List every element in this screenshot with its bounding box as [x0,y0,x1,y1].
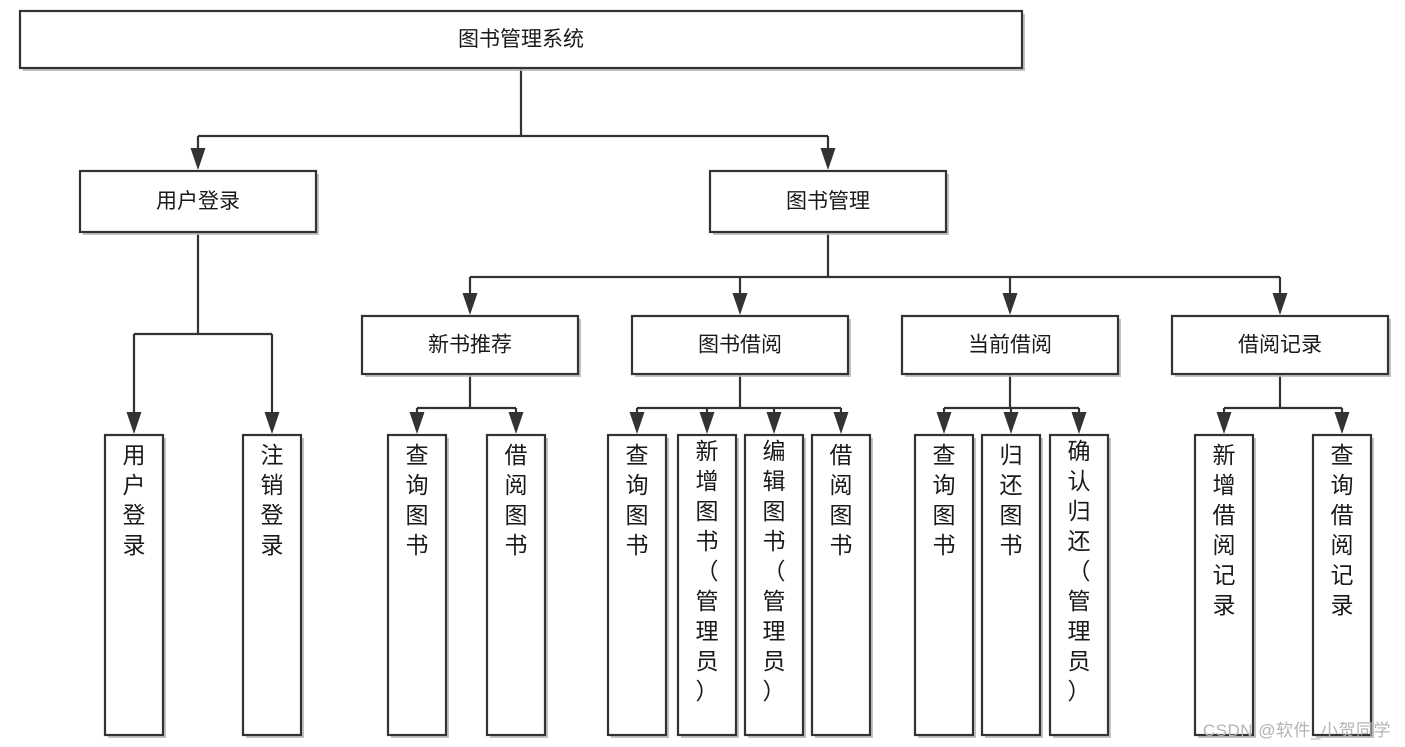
arrow-head-icon [409,412,425,434]
arrow-head-icon [820,148,836,170]
node-box[interactable] [78,169,318,234]
node-label: 编辑图书（管理员） [763,438,786,704]
node-records[interactable]: 借阅记录 [1170,314,1391,377]
connector-group-current [936,374,1087,434]
node-label: 注销登录 [261,442,284,558]
node-label: 图书管理系统 [458,28,584,51]
node-leaf-borrow-1[interactable]: 查询图书 [606,433,669,738]
node-label: 查询图书 [626,442,649,558]
node-box[interactable] [1170,314,1390,376]
node-leaf-current-2[interactable]: 归还图书 [980,433,1043,738]
arrow-head-icon [766,412,782,434]
connector-group-root [190,68,836,170]
node-leaf-current-3[interactable]: 确认归还（管理员） [1048,433,1111,738]
arrow-head-icon [1071,412,1087,434]
watermark-label: CSDN @软件_小贺同学 [1202,721,1391,740]
arrow-head-icon [126,412,142,434]
arrow-head-icon [936,412,952,434]
node-box[interactable] [708,169,948,234]
node-label: 确认归还（管理员） [1068,438,1091,704]
node-box[interactable] [606,433,668,737]
node-label: 借阅图书 [830,442,853,558]
node-box[interactable] [1193,433,1255,737]
node-leaf-newbook-1[interactable]: 查询图书 [386,433,449,738]
node-box[interactable] [630,314,850,376]
arrow-head-icon [190,148,206,170]
node-leaf-login-2[interactable]: 注销登录 [241,433,304,738]
arrow-head-icon [629,412,645,434]
node-box[interactable] [900,314,1120,376]
node-leaf-borrow-3[interactable]: 编辑图书（管理员） [743,433,806,738]
node-login[interactable]: 用户登录 [78,169,319,235]
node-label: 图书借阅 [698,334,782,357]
connector-layer [126,68,1350,434]
node-label: 查询图书 [933,442,956,558]
node-box[interactable] [360,314,580,376]
node-box[interactable] [18,9,1024,70]
node-label: 当前借阅 [968,334,1052,357]
node-leaf-borrow-4[interactable]: 借阅图书 [810,433,873,738]
node-box[interactable] [676,433,738,737]
node-box[interactable] [241,433,303,737]
node-label: 用户登录 [123,442,146,558]
arrow-head-icon [1003,412,1019,434]
arrow-head-icon [1002,293,1018,315]
node-box[interactable] [743,433,805,737]
node-label: 用户登录 [156,190,240,213]
node-label: 新书推荐 [428,334,512,357]
node-label: 图书管理 [786,190,870,213]
connector-group-login [126,232,280,434]
node-leaf-login-1[interactable]: 用户登录 [103,433,166,738]
arrow-head-icon [508,412,524,434]
node-box[interactable] [913,433,975,737]
node-label: 新增借阅记录 [1213,442,1236,618]
node-bookmgmt[interactable]: 图书管理 [708,169,949,235]
arrow-head-icon [833,412,849,434]
node-box[interactable] [386,433,448,737]
node-box[interactable] [485,433,547,737]
arrow-head-icon [1272,293,1288,315]
arrow-head-icon [462,293,478,315]
arrow-head-icon [1216,412,1232,434]
arrow-head-icon [699,412,715,434]
connector-group-records [1216,374,1350,434]
node-newbook[interactable]: 新书推荐 [360,314,581,377]
node-box[interactable] [1048,433,1110,737]
node-leaf-current-1[interactable]: 查询图书 [913,433,976,738]
node-label: 借阅图书 [505,442,528,558]
connector-group-newbook [409,374,524,434]
node-leaf-borrow-2[interactable]: 新增图书（管理员） [676,433,739,738]
node-leaf-records-2[interactable]: 查询借阅记录 [1311,433,1374,738]
node-box[interactable] [1311,433,1373,737]
arrow-head-icon [1334,412,1350,434]
node-label: 查询借阅记录 [1331,442,1354,618]
node-label: 查询图书 [406,442,429,558]
connector-group-bookmgmt [462,232,1288,315]
node-box[interactable] [810,433,872,737]
node-root[interactable]: 图书管理系统 [18,9,1025,71]
node-box[interactable] [980,433,1042,737]
node-current[interactable]: 当前借阅 [900,314,1121,377]
connector-group-borrow [629,374,849,434]
node-label: 归还图书 [1000,442,1023,558]
arrow-head-icon [264,412,280,434]
node-leaf-records-1[interactable]: 新增借阅记录 [1193,433,1256,738]
node-label: 借阅记录 [1238,334,1322,357]
node-leaf-newbook-2[interactable]: 借阅图书 [485,433,548,738]
node-box[interactable] [103,433,165,737]
arrow-head-icon [732,293,748,315]
node-label: 新增图书（管理员） [696,438,719,704]
node-layer: 图书管理系统用户登录图书管理新书推荐图书借阅当前借阅借阅记录用户登录注销登录查询… [18,9,1391,738]
node-borrow[interactable]: 图书借阅 [630,314,851,377]
